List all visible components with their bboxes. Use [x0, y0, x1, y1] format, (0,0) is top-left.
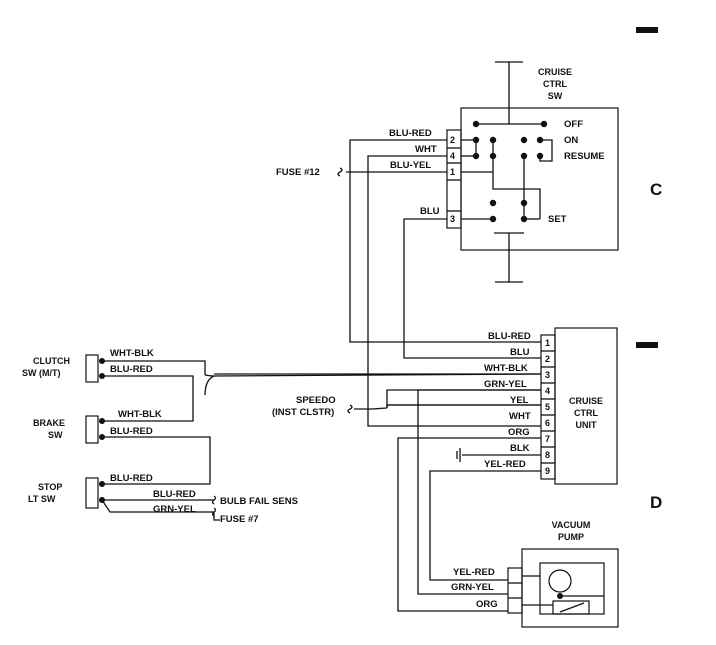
control-unit-pin: 5: [545, 402, 550, 412]
control-unit-pin: 7: [545, 434, 550, 444]
cruise-switch-connector: [446, 129, 462, 229]
wire-label: ORG: [476, 599, 498, 610]
wire-label: BLU-RED: [153, 489, 196, 500]
cruise-switch-title: CRUISE: [538, 67, 572, 77]
wire-label: GRN-YEL: [451, 582, 494, 593]
wire-label: WHT-BLK: [118, 409, 162, 420]
brake-switch-label: SW: [48, 430, 63, 440]
fuse-7-label: FUSE #7: [220, 514, 259, 525]
vacuum-pump: VACUUM PUMP YEL-RED GRN-YEL ORG: [451, 520, 619, 628]
wire-label: BLU-RED: [110, 473, 153, 484]
stop-light-switch: STOP LT SW BLU-RED BLU-RED GRN-YEL: [28, 473, 196, 515]
wire-label: BLU: [420, 206, 440, 217]
control-unit-pin: 8: [545, 450, 550, 460]
wire-label: BLU-RED: [110, 426, 153, 437]
control-unit-pin: 2: [545, 354, 550, 364]
switch-position-label: ON: [564, 135, 578, 146]
wire-label: WHT: [509, 411, 531, 422]
control-unit-connector: [540, 334, 556, 480]
clutch-switch-label: CLUTCH: [33, 356, 70, 366]
switch-position-label: RESUME: [564, 151, 605, 162]
wire-label: ORG: [508, 427, 530, 438]
wire-label: YEL-RED: [453, 567, 495, 578]
stop-switch-label: STOP: [38, 482, 62, 492]
cruise-control-unit: 1 2 3 4 5 6 7 8 9 CRUISE CTRL UNIT BLU-R…: [484, 327, 618, 485]
control-unit-pin: 6: [545, 418, 550, 428]
section-letter-c: C: [650, 180, 662, 199]
vacuum-pump-title: VACUUM: [552, 520, 591, 530]
ground-symbol: [456, 448, 541, 462]
speedo-label: SPEEDO: [296, 395, 336, 406]
switch-position-label: SET: [548, 214, 567, 225]
wire-label: BLK: [510, 443, 530, 454]
fuse-12-label: FUSE #12: [276, 167, 320, 178]
control-unit-title: CTRL: [574, 408, 598, 418]
cruise-switch-title: SW: [548, 91, 563, 101]
section-marker-top: [636, 27, 658, 33]
wire-label: WHT-BLK: [484, 363, 528, 374]
stop-switch-label: LT SW: [28, 494, 56, 504]
clutch-switch: CLUTCH SW (M/T) WHT-BLK BLU-RED: [22, 348, 154, 383]
cruise-switch-wiring: BLU-RED WHT BLU-YEL BLU FUSE #12: [276, 128, 541, 427]
wire-label: BLU-YEL: [390, 160, 431, 171]
cruise-switch-pin: 3: [450, 214, 455, 224]
cruise-switch-pin: 4: [450, 151, 455, 161]
brake-switch-label: BRAKE: [33, 418, 65, 428]
pump-wiring: [214, 373, 541, 612]
vacuum-pump-title: PUMP: [558, 532, 584, 542]
wire-label: BLU: [510, 347, 530, 358]
wire-label: BLU-RED: [488, 331, 531, 342]
control-unit-housing: [554, 327, 618, 485]
control-unit-title: CRUISE: [569, 396, 603, 406]
wire-label: BLU-RED: [110, 364, 153, 375]
cruise-control-switch: 2 4 1 3 CRUISE CTRL SW OFF ON RESUME SET: [446, 61, 619, 283]
cruise-switch-title: CTRL: [543, 79, 567, 89]
section-letter-d: D: [650, 493, 662, 512]
section-marker-mid: [636, 342, 658, 348]
control-unit-pin: 1: [545, 338, 550, 348]
wire-label: WHT-BLK: [110, 348, 154, 359]
brake-switch: BRAKE SW WHT-BLK BLU-RED: [33, 409, 162, 444]
wire-label: GRN-YEL: [484, 379, 527, 390]
left-wiring: BULB FAIL SENS FUSE #7: [101, 360, 542, 525]
cruise-switch-pin: 1: [450, 167, 455, 177]
control-unit-pin: 3: [545, 370, 550, 380]
clutch-switch-label: SW (M/T): [22, 368, 61, 378]
speedometer-link: SPEEDO (INST CLSTR): [272, 389, 541, 418]
wire-label: YEL: [510, 395, 529, 406]
control-unit-pin: 9: [545, 466, 550, 476]
control-unit-pin: 4: [545, 386, 550, 396]
wire-label: WHT: [415, 144, 437, 155]
wire-label: YEL-RED: [484, 459, 526, 470]
wire-label: GRN-YEL: [153, 504, 196, 515]
speedo-label: (INST CLSTR): [272, 407, 334, 418]
cruise-switch-housing: [460, 107, 619, 251]
bulb-fail-sens-label: BULB FAIL SENS: [220, 496, 298, 507]
cruise-switch-pin: 2: [450, 135, 455, 145]
vacuum-pump-connector: [507, 567, 523, 614]
control-unit-title: UNIT: [576, 420, 597, 430]
wire-label: BLU-RED: [389, 128, 432, 139]
switch-position-label: OFF: [564, 119, 583, 130]
